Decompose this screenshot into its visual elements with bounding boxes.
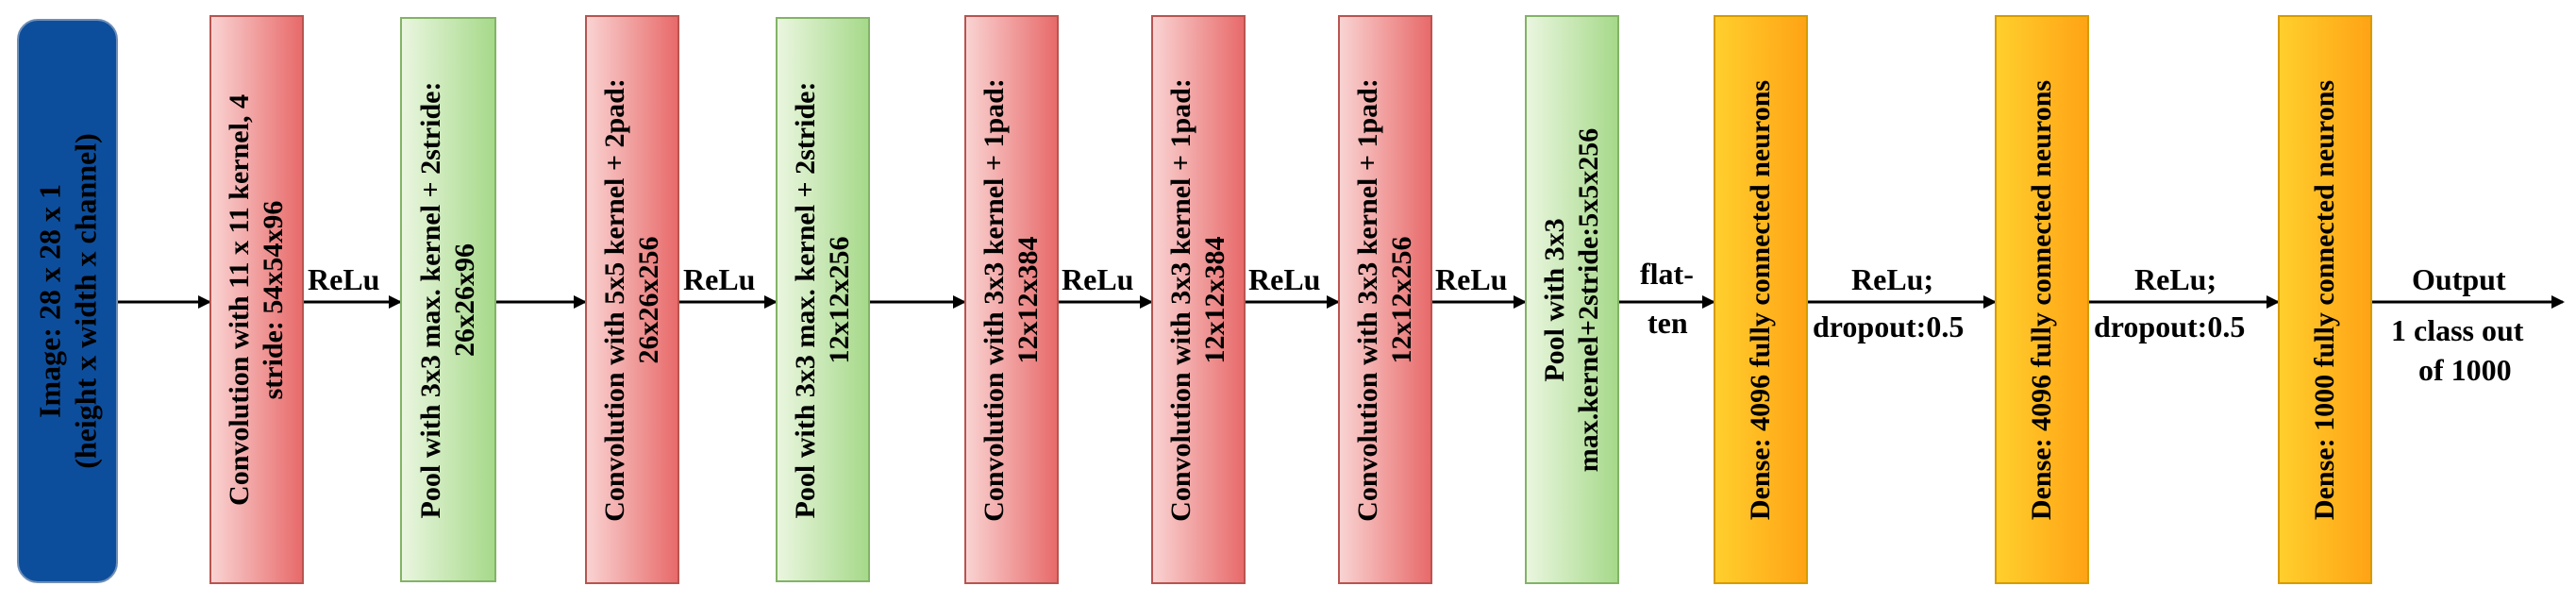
conv1-line2: stride: 54x54x96 [258,200,289,399]
pool3-line1: Pool with 3x3 [1539,217,1570,382]
conv2-text: Convolution with 5x5 kernel + 2pad: 26x2… [598,78,666,522]
pool2-line2: 12x12x256 [824,236,855,364]
input-block-text: Image: 28 x 28 x 1 (height x width x cha… [31,133,104,469]
conv4-block: Convolution with 3x3 kernel + 1pad: 12x1… [1151,15,1246,584]
pool2-block: Pool with 3x3 max. kernel + 2stride: 12x… [776,17,870,582]
conv4-text: Convolution with 3x3 kernel + 1pad: 12x1… [1164,78,1232,522]
dense3-block: Dense: 1000 fully connected neurons [2278,15,2372,584]
pool1-block: Pool with 3x3 max. kernel + 2stride: 26x… [400,17,496,582]
conv2-block: Convolution with 5x5 kernel + 2pad: 26x2… [585,15,679,584]
input-line2: (height x width x channel) [68,133,103,469]
pool1-text: Pool with 3x3 max. kernel + 2stride: 26x… [414,81,482,518]
pool2-text: Pool with 3x3 max. kernel + 2stride: 12x… [789,81,857,518]
output-desc-line2: 1 class out [2391,313,2524,347]
output-label: Output [2412,262,2506,296]
pool3-line2: max.kernel+2stride:5x5x256 [1573,127,1604,472]
pool2-line1: Pool with 3x3 max. kernel + 2stride: [790,81,821,518]
pool1-line2: 26x26x96 [449,243,480,357]
conv3-block: Convolution with 3x3 kernel + 1pad: 12x1… [964,15,1059,584]
flatten-label-top: flat- [1640,257,1694,291]
pool3-block: Pool with 3x3 max.kernel+2stride:5x5x256 [1525,15,1619,584]
conv2-line1: Convolution with 5x5 kernel + 2pad: [599,77,630,522]
conv3-text: Convolution with 3x3 kernel + 1pad: 12x1… [978,78,1045,522]
relu-label-5: ReLu [1435,262,1508,296]
relu-dropout-label-1-relu: ReLu; [1851,262,1934,296]
pool3-text: Pool with 3x3 max.kernel+2stride:5x5x256 [1538,127,1606,472]
conv5-line1: Convolution with 3x3 kernel + 1pad: [1352,77,1383,522]
conv4-line2: 12x12x384 [1199,236,1230,364]
conv1-line1: Convolution with 11 x 11 kernel, 4 [224,93,255,506]
conv5-text: Convolution with 3x3 kernel + 1pad: 12x1… [1351,78,1419,522]
dense2-text: Dense: 4096 fully connected neurons [2025,79,2059,519]
conv5-block: Convolution with 3x3 kernel + 1pad: 12x1… [1338,15,1432,584]
conv3-line1: Convolution with 3x3 kernel + 1pad: [979,77,1010,522]
relu-label-4: ReLu [1248,262,1321,296]
conv1-block: Convolution with 11 x 11 kernel, 4 strid… [209,15,304,584]
flatten-label-bottom: ten [1648,306,1688,340]
output-desc-line3: of 1000 [2418,353,2512,387]
relu-dropout-label-2-relu: ReLu; [2134,262,2217,296]
relu-label-3: ReLu [1062,262,1134,296]
relu-dropout-label-2-dropout: dropout:0.5 [2094,310,2246,343]
relu-label-2: ReLu [683,262,756,296]
dense2-block: Dense: 4096 fully connected neurons [1995,15,2089,584]
conv4-line1: Convolution with 3x3 kernel + 1pad: [1165,77,1196,522]
input-block: Image: 28 x 28 x 1 (height x width x cha… [17,19,118,583]
dense1-line1: Dense: 4096 fully connected neurons [1745,79,1776,520]
conv5-line2: 12x12x256 [1386,236,1417,364]
dense3-line1: Dense: 1000 fully connected neurons [2309,79,2340,520]
input-line1: Image: 28 x 28 x 1 [32,184,67,418]
conv1-text: Convolution with 11 x 11 kernel, 4 strid… [223,94,291,506]
dense3-text: Dense: 1000 fully connected neurons [2308,79,2342,519]
dense1-text: Dense: 4096 fully connected neurons [1744,79,1778,519]
relu-dropout-label-1-dropout: dropout:0.5 [1813,310,1965,343]
dense1-block: Dense: 4096 fully connected neurons [1714,15,1808,584]
relu-label-1: ReLu [308,262,380,296]
conv2-line2: 26x26x256 [633,236,664,364]
conv3-line2: 12x12x384 [1012,236,1044,364]
pool1-line1: Pool with 3x3 max. kernel + 2stride: [415,81,446,518]
dense2-line1: Dense: 4096 fully connected neurons [2026,79,2057,520]
